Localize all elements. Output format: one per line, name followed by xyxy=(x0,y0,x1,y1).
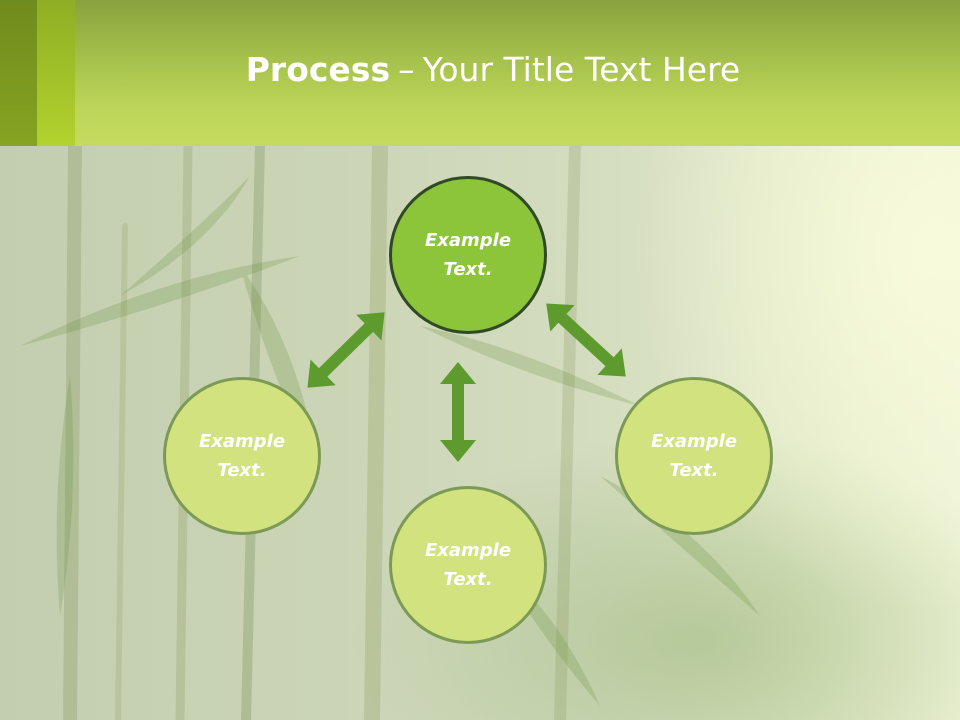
title-banner: Process–Your Title Text Here xyxy=(0,0,960,146)
title-bold: Process xyxy=(245,50,391,89)
node-bottom: Example Text. xyxy=(389,486,547,644)
title-separator: – xyxy=(398,50,415,89)
node-top-label: Example Text. xyxy=(424,230,512,280)
arrow-top-right xyxy=(546,303,626,377)
arrow-top-left xyxy=(307,312,385,388)
node-left-label: Example Text. xyxy=(198,431,286,481)
node-right-label: Example Text. xyxy=(650,431,738,481)
accent-band-light xyxy=(37,0,75,146)
accent-band-dark xyxy=(0,0,37,146)
arrow-vertical xyxy=(440,362,476,462)
title-rest: Your Title Text Here xyxy=(422,50,741,89)
node-bottom-label: Example Text. xyxy=(424,540,512,590)
slide-title: Process–Your Title Text Here xyxy=(0,50,960,89)
node-left: Example Text. xyxy=(163,377,321,535)
node-top: Example Text. xyxy=(389,176,547,334)
node-right: Example Text. xyxy=(615,377,773,535)
bamboo-background xyxy=(20,146,760,720)
